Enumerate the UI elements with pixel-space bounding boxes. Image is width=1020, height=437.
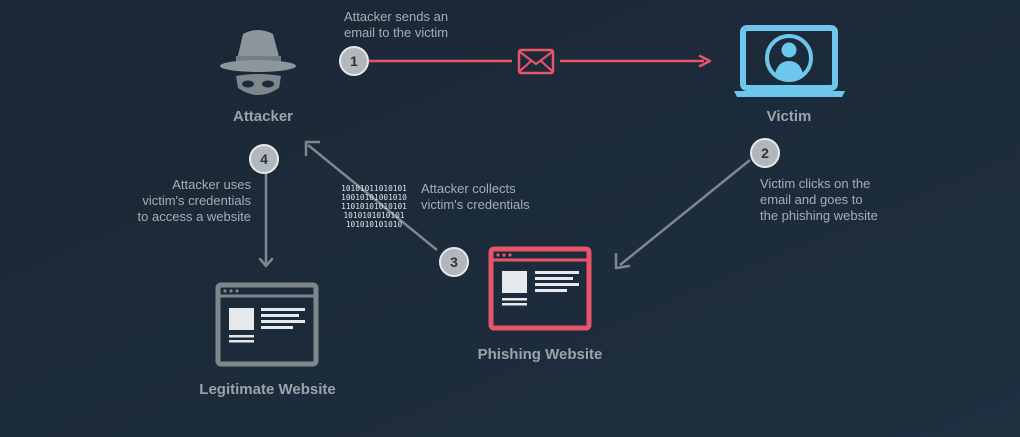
step-badge-2: 2 xyxy=(750,138,780,168)
attacker-label: Attacker xyxy=(232,108,294,125)
legitimate-website-label: Legitimate Website xyxy=(199,381,336,398)
step-number-1: 1 xyxy=(350,53,358,69)
envelope-icon xyxy=(517,48,555,75)
step-3-text: Attacker collects victim's credentials xyxy=(421,181,530,212)
step-1-text: Attacker sends an email to the victim xyxy=(344,9,449,40)
step-2-text: Victim clicks on the email and goes to t… xyxy=(760,176,878,223)
binary-data-icon: 10101011010101 10010101001010 1101010101… xyxy=(341,184,407,229)
spy-hat-icon xyxy=(220,30,296,95)
arrow-victim-to-phishing xyxy=(614,159,751,270)
step-number-4: 4 xyxy=(260,151,268,167)
step-badge-3: 3 xyxy=(439,247,469,277)
step-4-text: Attacker uses victim's credentials to ac… xyxy=(137,177,251,224)
step-number-2: 2 xyxy=(761,145,769,161)
arrow-send-email xyxy=(366,54,712,68)
legitimate-website-icon xyxy=(215,282,319,367)
step-number-3: 3 xyxy=(450,254,458,270)
phishing-website-icon xyxy=(488,246,592,331)
step-badge-4: 4 xyxy=(249,144,279,174)
laptop-user-icon xyxy=(734,25,845,97)
phishing-website-label: Phishing Website xyxy=(477,346,603,363)
step-badge-1: 1 xyxy=(339,46,369,76)
victim-label: Victim xyxy=(766,108,812,125)
arrow-access-legitimate xyxy=(258,173,274,268)
arrow-collect-credentials xyxy=(304,140,438,251)
